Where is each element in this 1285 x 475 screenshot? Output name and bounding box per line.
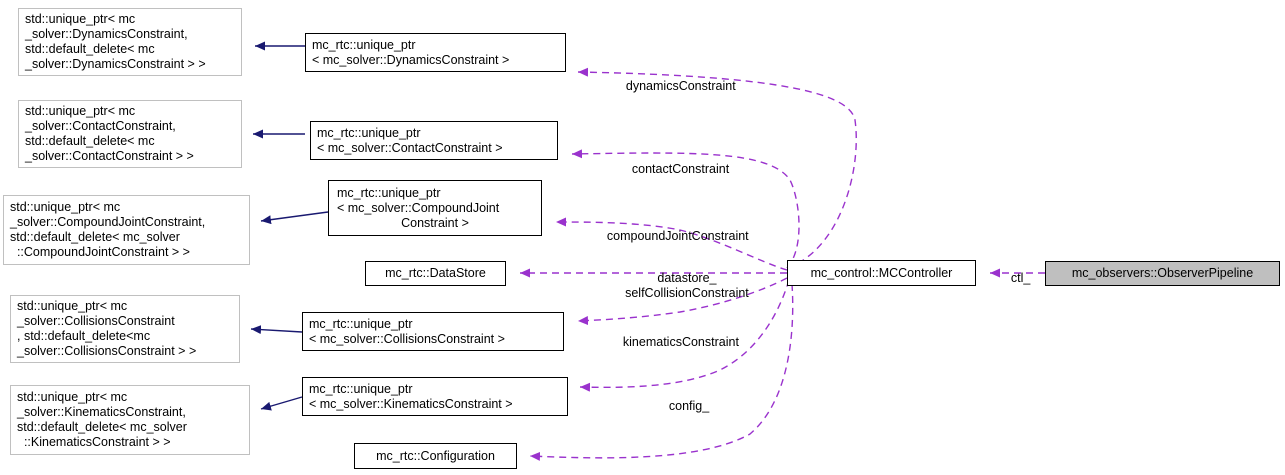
node-line: < mc_solver::KinematicsConstraint > bbox=[309, 396, 513, 411]
node-template-kinematics-constraint[interactable]: std::unique_ptr< mc _solver::KinematicsC… bbox=[10, 385, 250, 455]
edge-label-line: config_ bbox=[668, 399, 710, 413]
edge-label-line: kinematicsConstraint bbox=[622, 335, 739, 349]
node-template-dynamics-constraint[interactable]: std::unique_ptr< mc _solver::DynamicsCon… bbox=[18, 8, 242, 76]
node-line: std::unique_ptr< mc bbox=[10, 200, 121, 214]
node-line: < mc_solver::CollisionsConstraint > bbox=[309, 331, 505, 346]
edge-label-line: compoundJointConstraint bbox=[606, 229, 749, 243]
node-line: mc_rtc::Configuration bbox=[376, 448, 495, 463]
edge-inherit-collisions bbox=[250, 325, 303, 335]
node-line: std::unique_ptr< mc bbox=[17, 299, 128, 313]
node-line: < mc_solver::CompoundJoint bbox=[337, 200, 500, 215]
node-line: ::KinematicsConstraint > > bbox=[17, 435, 171, 449]
node-line: mc_rtc::DataStore bbox=[385, 266, 486, 280]
node-class-unique-ptr-dynamics-constraint[interactable]: mc_rtc::unique_ptr < mc_solver::Dynamics… bbox=[305, 33, 566, 72]
node-class-configuration[interactable]: mc_rtc::Configuration bbox=[354, 443, 517, 469]
node-line: mc_rtc::unique_ptr bbox=[309, 381, 413, 396]
node-line: std::unique_ptr< mc bbox=[25, 104, 136, 118]
edge-label-config: config_ bbox=[655, 384, 709, 429]
edge-label-line: contactConstraint bbox=[631, 162, 730, 176]
node-line: < mc_solver::DynamicsConstraint > bbox=[312, 52, 510, 67]
node-line: _solver::ContactConstraint, bbox=[25, 119, 176, 133]
node-line: mc_rtc::unique_ptr bbox=[312, 37, 416, 52]
node-template-contact-constraint[interactable]: std::unique_ptr< mc _solver::ContactCons… bbox=[18, 100, 242, 168]
node-line: std::unique_ptr< mc bbox=[17, 390, 128, 404]
node-class-unique-ptr-kinematics-constraint[interactable]: mc_rtc::unique_ptr < mc_solver::Kinemati… bbox=[302, 377, 568, 416]
edge-label-kinematics-constraint: kinematicsConstraint bbox=[609, 320, 739, 365]
node-class-datastore[interactable]: mc_rtc::DataStore bbox=[365, 261, 506, 286]
node-line: std::default_delete< mc bbox=[25, 42, 155, 56]
node-line: _solver::KinematicsConstraint, bbox=[17, 405, 186, 419]
edge-label-contact-constraint: contactConstraint bbox=[618, 147, 729, 192]
edge-label-compound-joint-constraint: compoundJointConstraint bbox=[593, 214, 749, 259]
edge-label-ctl: ctl_ bbox=[997, 256, 1030, 301]
node-line: std::default_delete< mc_solver bbox=[10, 230, 180, 244]
node-line: ::CompoundJointConstraint > > bbox=[10, 245, 190, 259]
node-class-mccontroller[interactable]: mc_control::MCController bbox=[787, 260, 976, 286]
node-line: std::unique_ptr< mc bbox=[25, 12, 136, 26]
edge-inherit-compound bbox=[260, 211, 329, 225]
edge-label-datastore-selfcollision: datastore_ selfCollisionConstraint bbox=[603, 256, 757, 316]
node-template-compound-joint-constraint[interactable]: std::unique_ptr< mc _solver::CompoundJoi… bbox=[3, 195, 250, 265]
node-line: _solver::DynamicsConstraint, bbox=[25, 27, 188, 41]
edge-label-line: datastore_ bbox=[657, 271, 717, 285]
node-line: _solver::DynamicsConstraint > > bbox=[25, 57, 206, 71]
node-line: Constraint > bbox=[401, 215, 469, 230]
node-line: _solver::CompoundJointConstraint, bbox=[10, 215, 206, 229]
node-class-unique-ptr-contact-constraint[interactable]: mc_rtc::unique_ptr < mc_solver::ContactC… bbox=[310, 121, 558, 160]
node-line: _solver::ContactConstraint > > bbox=[25, 149, 194, 163]
edge-label-line: ctl_ bbox=[1010, 271, 1031, 285]
node-line: , std::default_delete<mc bbox=[17, 329, 151, 343]
inheritance-edges bbox=[250, 41, 329, 411]
node-line: mc_rtc::unique_ptr bbox=[309, 316, 413, 331]
node-line: std::default_delete< mc bbox=[25, 134, 155, 148]
node-line: < mc_solver::ContactConstraint > bbox=[317, 140, 503, 155]
node-class-observerpipeline[interactable]: mc_observers::ObserverPipeline bbox=[1045, 261, 1280, 286]
edge-label-dynamics-constraint: dynamicsConstraint bbox=[612, 64, 736, 109]
node-class-unique-ptr-compound-joint-constraint[interactable]: mc_rtc::unique_ptr < mc_solver::Compound… bbox=[328, 180, 542, 236]
edge-inherit-kinematics bbox=[260, 396, 303, 411]
edge-label-line: selfCollisionConstraint bbox=[625, 286, 749, 300]
node-line: _solver::CollisionsConstraint > > bbox=[17, 344, 197, 358]
node-line: mc_rtc::unique_ptr bbox=[317, 125, 421, 140]
node-line: std::default_delete< mc_solver bbox=[17, 420, 187, 434]
edge-label-line: dynamicsConstraint bbox=[625, 79, 736, 93]
node-line: _solver::CollisionsConstraint bbox=[17, 314, 175, 328]
node-line: mc_control::MCController bbox=[810, 265, 953, 280]
node-template-collisions-constraint[interactable]: std::unique_ptr< mc _solver::CollisionsC… bbox=[10, 295, 240, 363]
node-line: mc_rtc::unique_ptr bbox=[337, 185, 441, 200]
node-class-unique-ptr-collisions-constraint[interactable]: mc_rtc::unique_ptr < mc_solver::Collisio… bbox=[302, 312, 564, 351]
node-line: mc_observers::ObserverPipeline bbox=[1071, 266, 1254, 280]
